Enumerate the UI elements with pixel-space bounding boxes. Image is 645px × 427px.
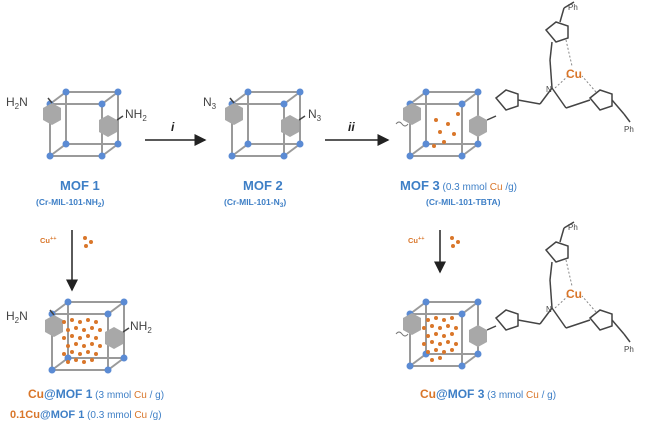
mof1-subtitle: (Cr-MIL-101-NH2) (36, 197, 105, 209)
product-cu-mof3: Cu@MOF 3 (3 mmol Cu / g) (420, 387, 556, 401)
tbta-cu-top: Cu (566, 67, 582, 81)
mof1-left-amine: H2N (6, 95, 28, 111)
tbta-cu-bottom: Cu (566, 287, 582, 301)
mof3-cu-dots (432, 112, 460, 148)
arrow-step-ii-label: ii (348, 120, 355, 134)
cu-mof1-cube (45, 298, 130, 374)
cu-mof3-cube (395, 298, 497, 370)
mof2-title: MOF 2 (243, 178, 283, 193)
product-01cu-mof1: 0.1Cu@MOF 1 (0.3 mmol Cu /g) (10, 409, 162, 421)
arrow-step-i-label: i (171, 120, 175, 134)
tbta-ph-top-1: Ph (568, 3, 578, 12)
tbta-ph-top-2: Ph (624, 125, 634, 134)
mof3-subtitle: (Cr-MIL-101-TBTA) (426, 197, 501, 207)
linker-right-ring (281, 115, 299, 137)
cu-coordination-bottom (554, 259, 597, 313)
reagent-dots-left (83, 236, 93, 248)
mof2-cube (225, 88, 306, 160)
reagent-dots-right (450, 236, 460, 248)
mof1-right-amine: NH2 (125, 107, 147, 123)
mof2-subtitle: (Cr-MIL-101-N3) (224, 197, 286, 209)
product-cu-mof1: Cu@MOF 1 (3 mmol Cu / g) (28, 387, 164, 401)
linker-left-ring (403, 103, 421, 125)
tbta-ph-bottom-2: Ph (624, 345, 634, 354)
tbta-ph-bottom-1: Ph (568, 223, 578, 232)
mof1-cube (43, 88, 124, 160)
tbta-n-bottom: N (546, 305, 552, 314)
cu-mof1-left-amine: H2N (6, 309, 28, 325)
mof2-right-azide: N3 (308, 107, 322, 123)
tbta-ligand-top (494, 1, 631, 123)
reagent-cu-right: Cu++ (408, 236, 424, 245)
cu-nanoparticles-dense-mof3 (422, 316, 458, 362)
linker-right-ring (469, 115, 487, 137)
cu-nanoparticles-dense (62, 318, 102, 364)
linker-right-ring (99, 115, 117, 137)
mof2-left-azide: N3 (203, 95, 217, 111)
cu-mof1-right-amine: NH2 (130, 319, 152, 335)
mof3-title-line: MOF 3 (0.3 mmol Cu /g) (400, 178, 517, 193)
cu-coordination-top (554, 39, 597, 93)
mof3-cube (395, 88, 497, 160)
tbta-ligand-bottom (494, 221, 631, 343)
linker-left-ring (43, 103, 61, 125)
linker-left-ring (225, 103, 243, 125)
mof1-title: MOF 1 (60, 178, 100, 193)
reagent-cu-left: Cu++ (40, 236, 56, 245)
tbta-n-top: N (546, 85, 552, 94)
